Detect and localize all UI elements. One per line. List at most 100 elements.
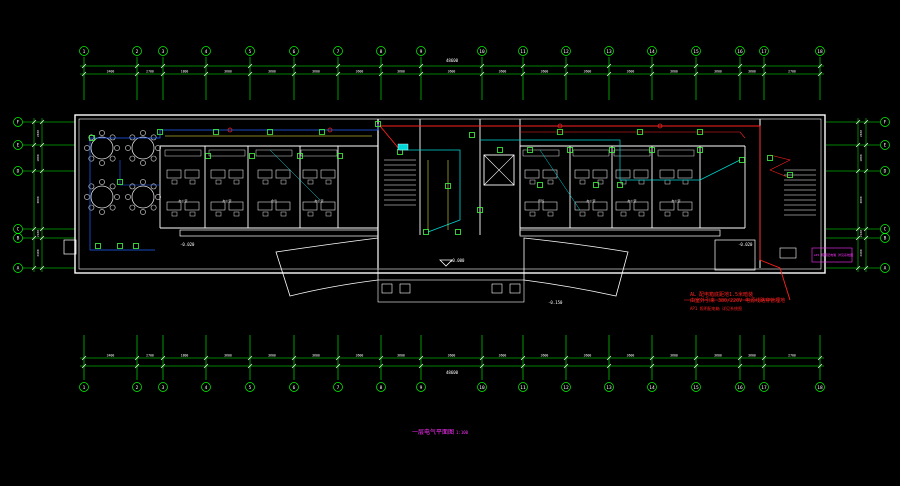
light-fixture	[767, 155, 773, 161]
axis-label-bottom-8: 8	[380, 385, 383, 391]
axis-label-top-2: 2	[136, 49, 139, 55]
dim-tick	[39, 235, 45, 241]
column-3	[491, 283, 503, 294]
dim-tick	[81, 63, 87, 69]
office-desk	[592, 169, 608, 179]
main-distribution-box	[779, 247, 797, 259]
chair	[88, 183, 95, 190]
office-desk	[320, 169, 336, 179]
axis-bubble-right-E	[880, 140, 890, 150]
dim-tick	[134, 363, 140, 369]
cabinet	[255, 149, 293, 157]
office-desk	[633, 201, 649, 211]
office-chair	[307, 211, 314, 217]
chair	[150, 204, 157, 211]
axis-label-top-6: 6	[293, 49, 296, 55]
axis-label-bottom-15: 15	[693, 385, 699, 391]
dim-tick	[606, 355, 612, 361]
office-desk	[275, 201, 291, 211]
axis-label-bottom-11: 11	[520, 385, 526, 391]
chair	[129, 183, 136, 190]
axis-bubble-left-E	[13, 140, 23, 150]
office-desk	[677, 169, 693, 179]
light-fixture	[455, 229, 461, 235]
office-chair	[189, 211, 196, 217]
annotation-layer: ±0.000 -0.020 -0.020 -0.150 AL 配电箱底距地1.5…	[180, 58, 785, 436]
office-chair	[280, 179, 287, 185]
dim-text-top: 3600	[584, 70, 592, 74]
axis-bubble-top-10	[477, 46, 487, 56]
dim-tick	[134, 63, 140, 69]
chair	[99, 179, 105, 185]
light-fixture	[117, 243, 123, 249]
axis-bubble-bottom-1	[79, 382, 89, 392]
dim-tick	[479, 71, 485, 77]
dim-tick	[737, 363, 743, 369]
dim-tick	[761, 71, 767, 77]
circuit-red-main	[379, 125, 791, 301]
panel-note-1: AL 配电箱底距地1.5米暗装	[690, 291, 753, 298]
chair	[150, 134, 157, 141]
dim-tick	[335, 363, 341, 369]
drawing-scale: 1:100	[456, 430, 469, 435]
office-chair	[307, 179, 314, 185]
axis-bubble-top-17	[759, 46, 769, 56]
axis-bubble-right-A	[880, 263, 890, 273]
dim-tick	[855, 142, 861, 148]
cabinet	[613, 149, 651, 157]
column-1	[381, 283, 393, 294]
furniture-layer: 办公室办公室会议办公室值班办公室办公室办公室	[84, 130, 695, 217]
dim-tick	[31, 168, 37, 174]
axis-label-left-A: A	[17, 266, 20, 272]
dim-tick	[863, 226, 869, 232]
panel-note-2: 由室外引来 380/220V 电源线路穿管埋地	[690, 297, 785, 304]
dim-tick	[817, 355, 823, 361]
dim-tick	[160, 363, 166, 369]
axis-label-top-14: 14	[649, 49, 655, 55]
office-chair	[547, 179, 554, 185]
light-fixture	[249, 153, 255, 159]
chair	[129, 134, 136, 141]
circuit-red-3	[769, 154, 791, 179]
axis-bubble-bottom-13	[604, 382, 614, 392]
dim-text-top: 2700	[788, 70, 796, 74]
room-label: 办公室	[671, 198, 680, 203]
dim-text-top: 3600	[448, 70, 456, 74]
office-chair	[638, 179, 645, 185]
dim-tick	[649, 71, 655, 77]
axis-bubble-bottom-5	[245, 382, 255, 392]
axis-bubble-left-C	[13, 224, 23, 234]
axis-label-top-5: 5	[249, 49, 252, 55]
round-table	[90, 136, 114, 160]
axis-label-right-D: D	[884, 169, 887, 175]
dim-tick	[693, 63, 699, 69]
axis-label-left-F: F	[17, 120, 20, 126]
dim-text-top: 3600	[356, 70, 364, 74]
column-2	[399, 283, 411, 294]
room-label: 办公室	[586, 198, 595, 203]
total-dim-bottom: 48600	[446, 370, 459, 375]
dim-tick	[855, 168, 861, 174]
axis-label-right-C: C	[884, 227, 887, 233]
dim-tick	[291, 63, 297, 69]
dim-tick	[863, 235, 869, 241]
dim-text-bottom: 3600	[312, 354, 320, 358]
axis-bubble-left-F	[13, 117, 23, 127]
axis-label-right-E: E	[884, 143, 887, 149]
axis-label-left-E: E	[17, 143, 20, 149]
dim-tick	[649, 363, 655, 369]
room-label: 办公室	[178, 198, 187, 203]
round-table	[131, 185, 155, 209]
office-desk	[524, 169, 540, 179]
dim-text-left: 1800	[36, 154, 40, 161]
cabinet	[657, 149, 695, 157]
axis-label-bottom-17: 17	[761, 385, 767, 391]
cabinet	[572, 149, 610, 157]
dim-text-right: 2400	[859, 130, 863, 137]
dim-text-bottom: 3600	[499, 354, 507, 358]
axis-bubble-top-9	[416, 46, 426, 56]
level-east-entry: -0.020	[738, 242, 753, 247]
dim-tick	[520, 355, 526, 361]
